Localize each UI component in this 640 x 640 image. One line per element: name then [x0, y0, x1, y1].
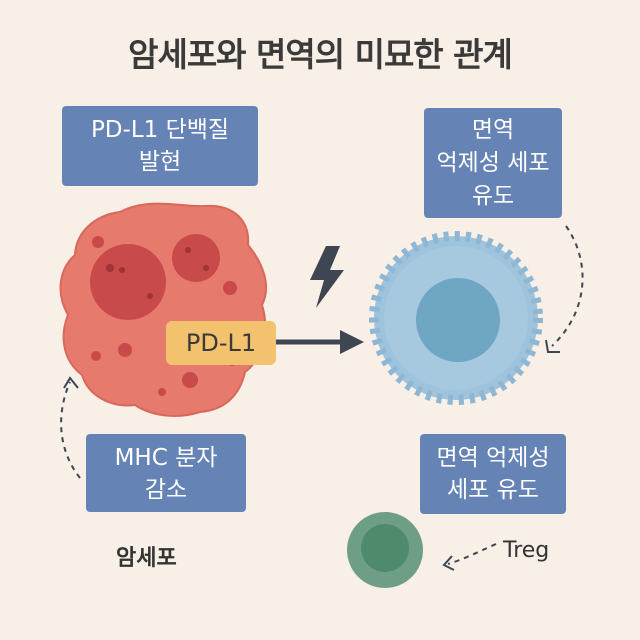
box-line: 유도 — [471, 183, 515, 209]
box-line: 발현 — [138, 149, 182, 175]
dot — [91, 351, 101, 361]
dot — [158, 388, 166, 396]
treg-cell-nucleus — [361, 524, 409, 572]
dashed-arrow-head — [442, 555, 455, 571]
dashed-arrow-head — [63, 376, 79, 389]
treg-label: Treg — [503, 538, 550, 563]
box-line: 억제성 세포 — [436, 150, 550, 176]
dot — [185, 247, 191, 253]
dot — [118, 343, 132, 357]
suppressor-induction-bottom-box: 면역 억제성 세포 유도 — [420, 434, 566, 514]
suppressor-induction-box: 면역 억제성 세포 유도 — [424, 108, 562, 218]
box-line: 면역 — [471, 117, 515, 143]
cancer-cell — [59, 202, 267, 417]
immune-cell-nucleus — [416, 278, 500, 362]
dot — [203, 265, 209, 271]
cancer-cell-body — [59, 202, 267, 417]
page-title: 암세포와 면역의 미묘한 관계 — [128, 35, 513, 74]
arrow-right-icon — [276, 330, 364, 354]
dashed-arrow-head — [545, 339, 560, 353]
box-line: PD-L1 단백질 — [90, 117, 230, 143]
mhc-reduction-box: MHC 분자 감소 — [86, 434, 246, 512]
dot — [223, 281, 237, 295]
lightning-icon — [310, 246, 344, 308]
immune-cell — [369, 231, 543, 405]
box-line: 세포 유도 — [447, 477, 539, 503]
box-line: MHC 분자 — [114, 445, 218, 471]
dot — [106, 264, 114, 272]
box-line: 감소 — [144, 477, 188, 503]
cancer-cell-label: 암세포 — [116, 546, 177, 571]
dashed-arrow-icon — [60, 381, 81, 479]
dashed-arrow-icon — [551, 225, 584, 347]
box-line: 면역 억제성 — [436, 445, 550, 471]
pdl1-expression-box: PD-L1 단백질 발현 — [62, 106, 258, 186]
dot — [147, 293, 153, 299]
dot — [92, 236, 104, 248]
treg-cell — [347, 512, 423, 588]
nucleus-small — [172, 234, 220, 282]
dot — [182, 372, 198, 388]
dashed-arrow-icon — [447, 543, 497, 565]
nucleus-large — [90, 244, 166, 320]
pdl1-tag: PD-L1 — [166, 321, 276, 365]
dot — [119, 267, 125, 273]
